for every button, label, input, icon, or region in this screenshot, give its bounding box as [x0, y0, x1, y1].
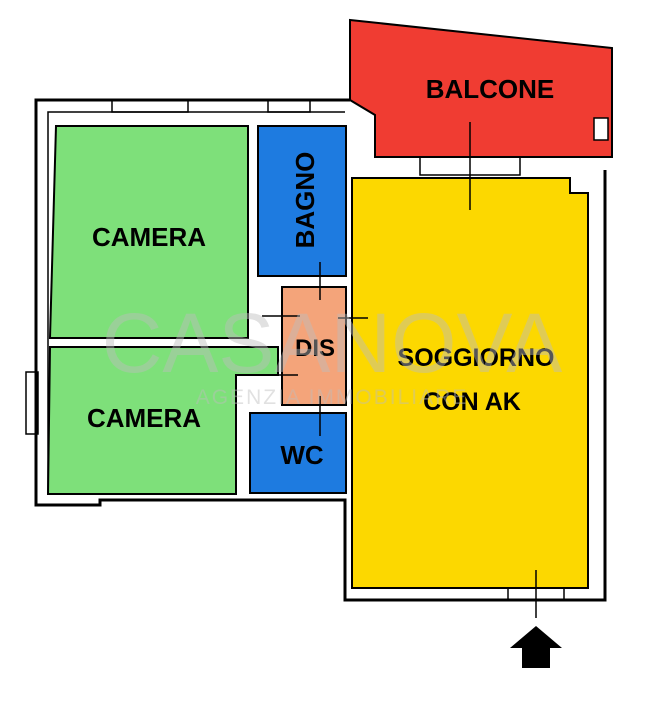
watermark-brand: CASANOVA	[102, 296, 563, 390]
room-soggiorno	[351, 177, 589, 589]
dis-label: DIS	[295, 335, 335, 362]
watermark: CASANOVA AGENZIA IMMOBILIARE	[102, 296, 563, 409]
room-balcone	[349, 18, 613, 158]
door-lines	[258, 122, 537, 618]
room-bagno	[257, 125, 347, 277]
wc-label: WC	[280, 440, 324, 470]
room-dis	[281, 286, 347, 406]
room-camera-top	[48, 125, 249, 339]
camera-bottom-label: CAMERA	[87, 403, 201, 433]
soggiorno-label-line2: CON AK	[423, 388, 521, 416]
balcone-label: BALCONE	[426, 74, 555, 104]
soggiorno-label-line1: SOGGIORNO	[398, 344, 555, 372]
room-camera-bottom	[46, 346, 279, 495]
camera-top-label: CAMERA	[92, 222, 206, 252]
bagno-label: BAGNO	[290, 152, 320, 249]
entrance-arrow-icon	[510, 626, 562, 668]
watermark-subtitle: AGENZIA IMMOBILIARE	[196, 386, 469, 409]
balcony-door-marker	[593, 117, 609, 141]
room-wc	[249, 412, 347, 494]
